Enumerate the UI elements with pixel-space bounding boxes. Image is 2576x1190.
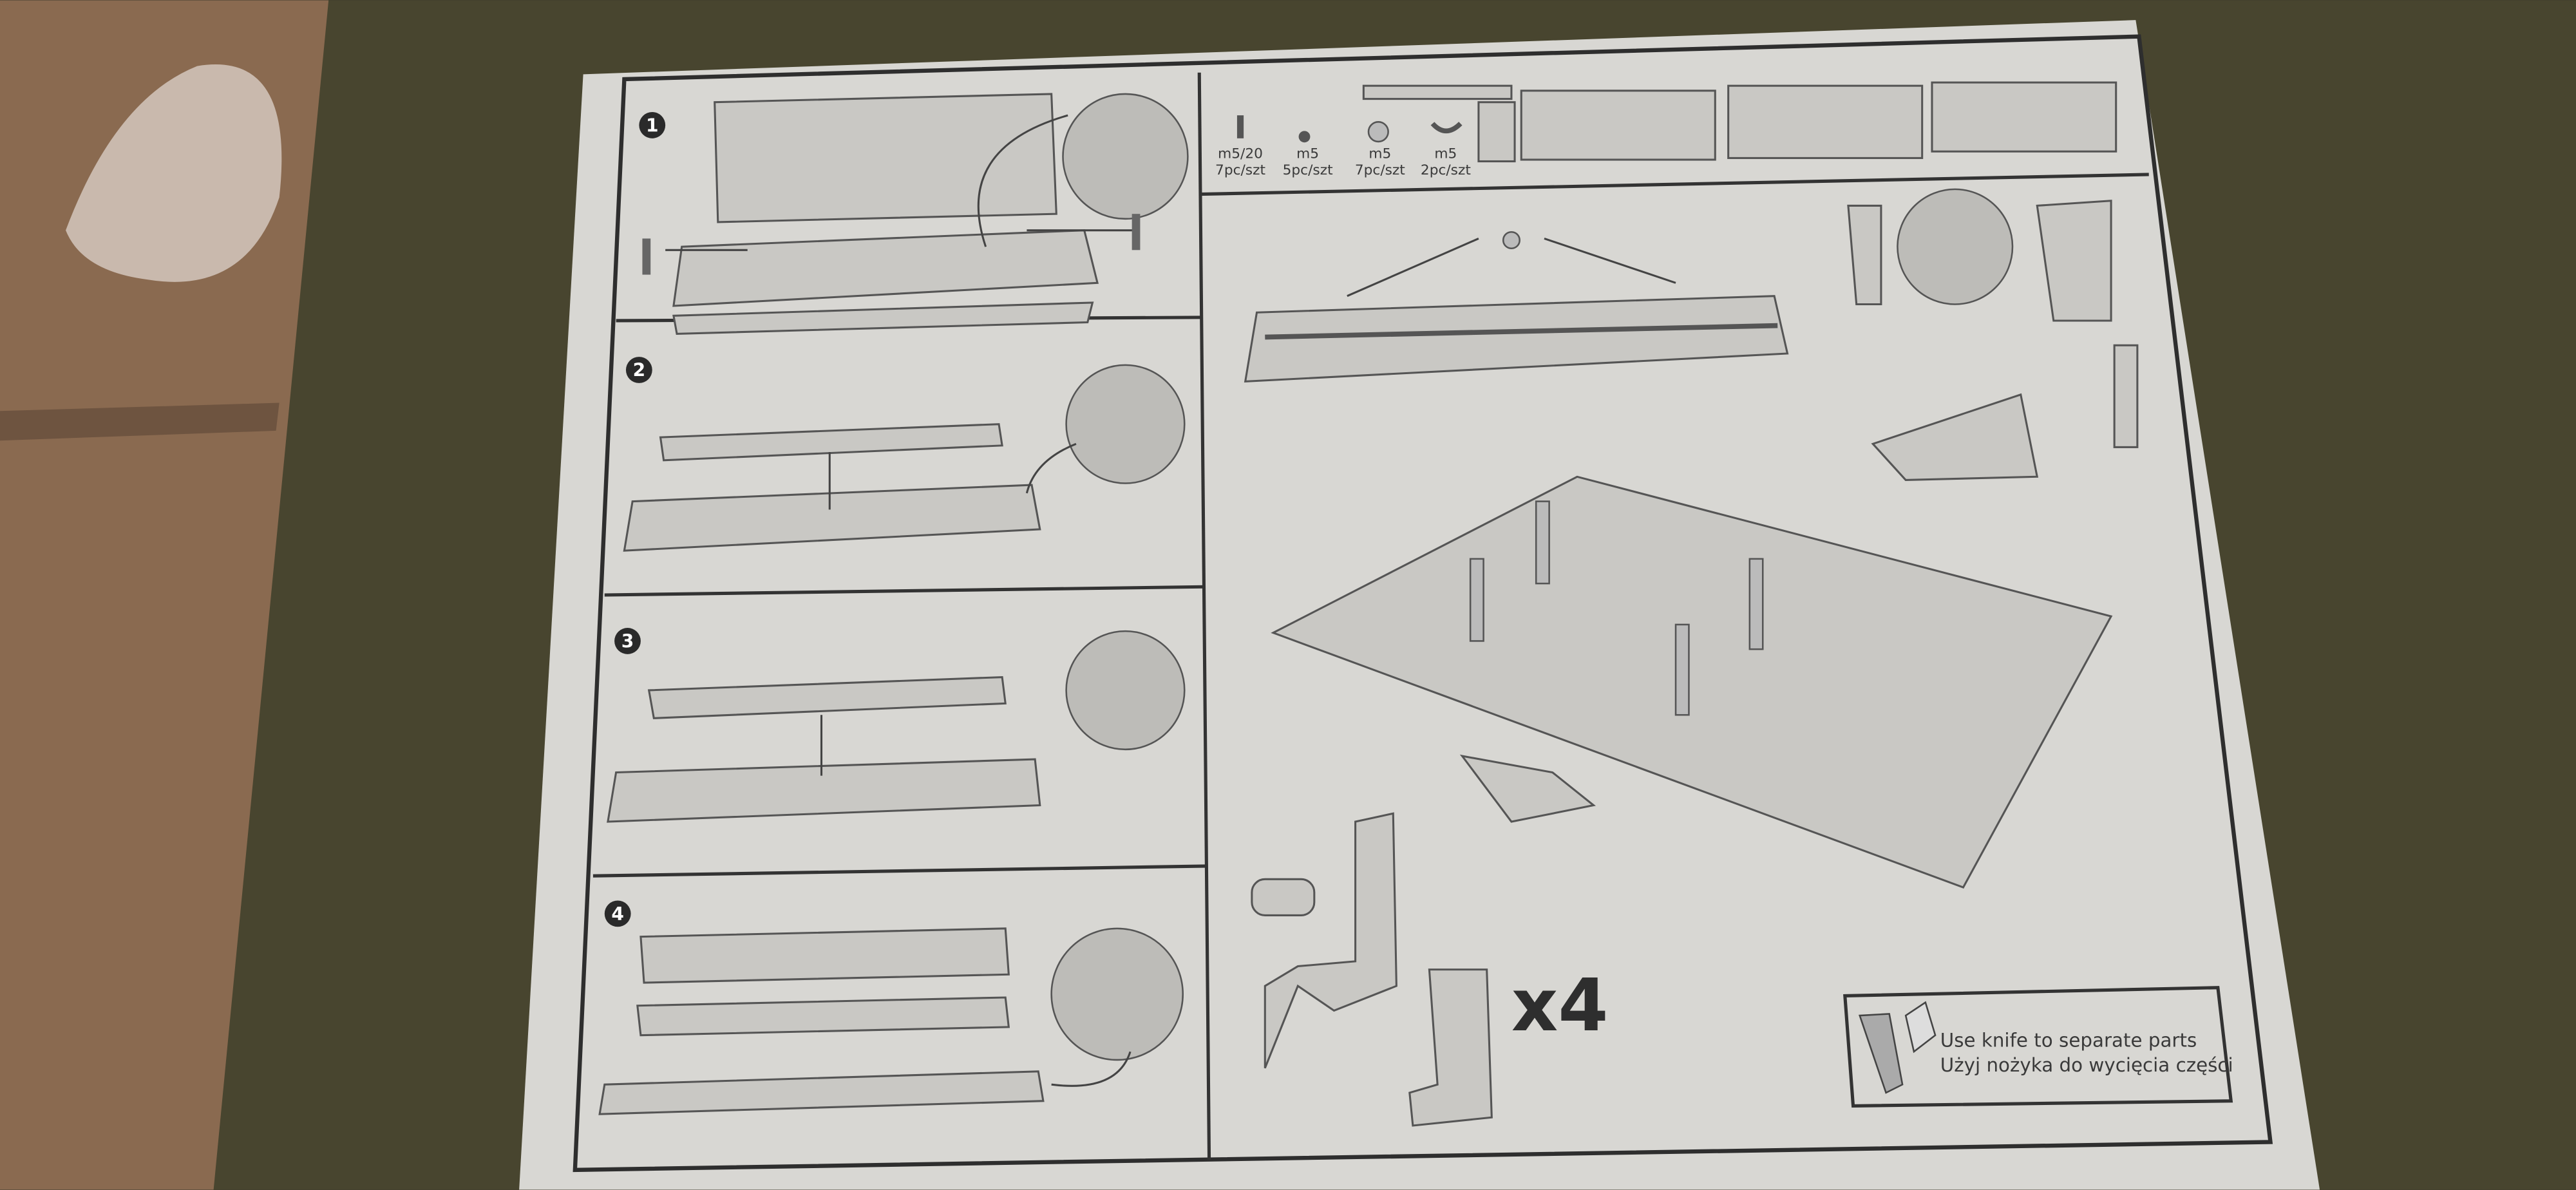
sheet-border <box>573 34 2273 1173</box>
bracket-part <box>1847 204 1882 305</box>
base-part <box>672 229 1099 307</box>
upright-part <box>1535 500 1550 585</box>
step-number-badge <box>614 628 641 654</box>
step-3-panel: 3 <box>607 628 1186 823</box>
step-number-badge <box>639 112 666 138</box>
parts-sheet <box>1477 101 1516 163</box>
bolt-icon <box>642 238 651 275</box>
upright-part <box>1674 623 1690 716</box>
base-part <box>607 758 1041 823</box>
rail-part <box>659 423 1003 462</box>
hardware-size: m5 <box>1434 146 1457 162</box>
panel-part <box>714 93 1057 223</box>
detail-zoom <box>1050 927 1184 1061</box>
rail-part <box>1362 84 1513 100</box>
step-divider <box>604 585 1204 597</box>
detail-zoom <box>1897 188 2014 305</box>
hardware-count: 2pc/szt <box>1421 162 1471 178</box>
arrow <box>1347 238 1479 298</box>
hardware-item-washer: m5 7pc/szt <box>1355 121 1405 178</box>
nut-icon <box>1298 131 1311 143</box>
upright-part <box>1748 558 1764 650</box>
hardware-count: 5pc/szt <box>1283 162 1333 178</box>
knife-icon <box>1859 1013 1904 1094</box>
clamp-part <box>1264 812 1397 1069</box>
step-divider <box>592 864 1208 878</box>
foot-assembly <box>1871 393 2039 481</box>
step-1-panel: 1 <box>639 93 1189 335</box>
base-part <box>623 484 1041 552</box>
rail-part <box>672 301 1094 335</box>
assembly-illustration <box>1244 188 2139 1127</box>
detail-zoom <box>1065 630 1186 751</box>
hardware-count: 7pc/szt <box>1215 162 1265 178</box>
step-number: 3 <box>621 631 634 652</box>
base-part <box>598 1070 1045 1115</box>
detail-zoom <box>1065 364 1186 484</box>
clamp-foot <box>1408 968 1493 1127</box>
arrow <box>1051 1051 1132 1087</box>
step-number: 4 <box>611 903 624 925</box>
hardware-item-nut: m5 5pc/szt <box>1283 131 1333 178</box>
step-number-badge <box>625 357 652 383</box>
groove <box>1265 323 1778 340</box>
rails-sheet <box>1727 84 1924 159</box>
step-4-panel: 4 <box>598 900 1184 1115</box>
quantity-multiplier: x4 <box>1511 964 1608 1048</box>
knob-part <box>1251 878 1316 916</box>
arrow <box>1025 442 1077 494</box>
washer-icon <box>1502 231 1520 250</box>
rail-part <box>647 675 1007 719</box>
bracket-part <box>2113 344 2139 448</box>
step-number: 1 <box>646 115 659 137</box>
notice-border <box>1843 986 2233 1108</box>
arrow <box>1544 237 1676 284</box>
washer-icon <box>1367 121 1389 143</box>
notice-text-en: Use knife to separate parts <box>1940 1030 2197 1052</box>
knife-blade-icon <box>1904 1001 1937 1053</box>
rail-part <box>639 927 1010 984</box>
panel-sheet <box>1931 81 2117 153</box>
step-number-badge <box>604 900 631 927</box>
upright-part <box>1469 558 1484 642</box>
floor-seam <box>0 402 279 441</box>
notice-text-pl: Użyj nożyka do wycięcia części <box>1940 1054 2233 1076</box>
hardware-size: m5 <box>1296 146 1319 162</box>
parts-divider <box>1199 173 2149 196</box>
step-2-panel: 2 <box>623 357 1186 552</box>
detail-zoom <box>1062 93 1189 220</box>
arrow <box>977 114 1068 247</box>
hardware-size: m5 <box>1368 146 1391 162</box>
notice-box: Use knife to separate parts Użyj nożyka … <box>1843 986 2233 1108</box>
hardware-count: 7pc/szt <box>1355 162 1405 178</box>
foot-part <box>1459 754 1596 823</box>
bolt-icon <box>1236 115 1244 138</box>
column-divider <box>1197 72 1211 1160</box>
hardware-size: m5/20 <box>1218 146 1263 162</box>
sock <box>66 64 282 282</box>
hardware-list: m5/20 7pc/szt m5 5pc/szt m5 7pc/szt m5 2… <box>1215 81 2117 178</box>
step-number: 2 <box>633 360 646 381</box>
rail-part <box>636 996 1010 1037</box>
wing-nut-icon <box>1430 122 1463 134</box>
hardware-item-wing-nut: m5 2pc/szt <box>1421 122 1471 178</box>
bracket-part <box>2036 200 2112 322</box>
hardware-item-bolt: m5/20 7pc/szt <box>1215 115 1265 178</box>
bolt-icon <box>1132 214 1141 250</box>
base-part <box>1244 295 1789 382</box>
parts-sheet <box>1520 90 1716 161</box>
